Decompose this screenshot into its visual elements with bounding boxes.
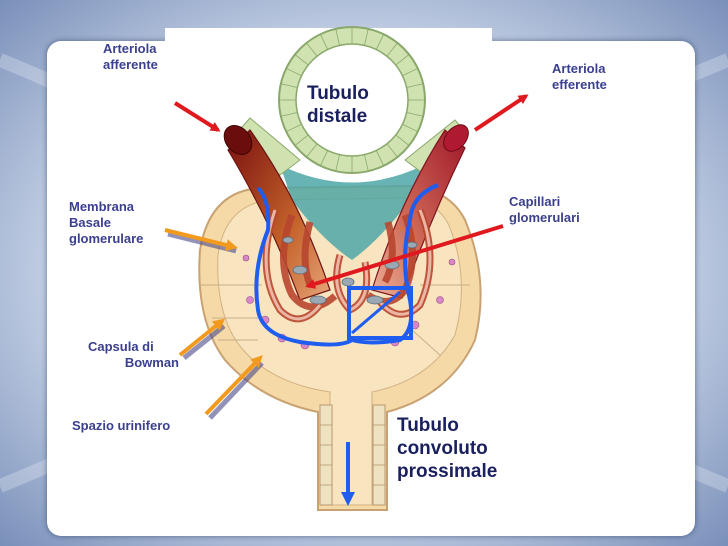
label-line: Membrana	[69, 199, 135, 214]
mesangial-region	[280, 165, 424, 260]
label-line: Capsula di	[88, 339, 154, 354]
label-line: convoluto	[397, 438, 488, 459]
label-line: glomerulare	[69, 231, 144, 246]
tubule-cell-border	[406, 83, 424, 88]
label-line: Basale	[69, 215, 111, 230]
orange-arrow-space	[204, 355, 264, 420]
label-capillari: Capillari glomerulari	[509, 194, 580, 226]
tubule-cell-border	[280, 112, 298, 117]
tubule-cell-border	[364, 28, 369, 46]
label-line: Tubulo	[307, 83, 369, 104]
orange-arrow-capsule	[178, 318, 226, 360]
red-arrow-capillaries	[305, 224, 504, 289]
tubule-cell-border	[395, 134, 410, 146]
label-line: distale	[307, 106, 368, 127]
tubule-cell-border	[280, 83, 298, 88]
tubule-cell-border	[286, 123, 302, 133]
label-spazio-urinifero: Spazio urinifero	[72, 418, 171, 433]
tubule-cell-border	[319, 34, 329, 50]
tubule-cell-border	[364, 154, 369, 172]
tubule-cell-border	[375, 34, 385, 50]
red-arrow-efferent	[473, 94, 529, 132]
tubule-cell-border	[406, 112, 424, 117]
label-line: Capillari	[509, 194, 561, 209]
distal-tubule	[278, 26, 426, 174]
label-line: Arteriola	[552, 61, 606, 76]
tubule-cell-border	[402, 123, 418, 133]
red-arrow-afferent	[173, 101, 221, 132]
tubule-cell-border	[335, 154, 340, 172]
label-line: prossimale	[397, 461, 498, 482]
tubule-cell-border	[306, 143, 318, 158]
label-line: glomerulari	[509, 210, 580, 225]
tubule-cell-border	[319, 150, 329, 166]
tubule-cell-border	[286, 67, 302, 77]
label-line: Tubulo	[397, 415, 459, 436]
tubule-cell-border	[375, 150, 385, 166]
label-line: efferente	[552, 77, 607, 92]
orange-arrow-membrane	[164, 228, 238, 254]
tubule-cell-border	[335, 28, 340, 46]
label-tubulo-convoluto: Tubulo convoluto prossimale	[397, 414, 497, 483]
label-arteriola-efferente: Arteriola efferente	[552, 61, 607, 93]
label-arteriola-afferente: Arteriola afferente	[103, 41, 158, 73]
tubule-cell-border	[395, 54, 410, 66]
label-line: Arteriola	[103, 41, 157, 56]
label-tubulo-distale: Tubulo distale	[307, 82, 369, 128]
highlight-box	[347, 286, 413, 340]
tubule-cell-border	[386, 42, 398, 57]
label-line: Bowman	[124, 355, 179, 370]
label-line: afferente	[103, 57, 158, 72]
label-membrana-basale: Membrana Basale glomerulare	[69, 199, 143, 247]
tubule-cell-border	[306, 42, 318, 57]
label-capsula-bowman: Capsula di Bowman	[88, 339, 179, 371]
tubule-cell-border	[294, 134, 309, 146]
tubule-cell-border	[294, 54, 309, 66]
tubule-cell-border	[402, 67, 418, 77]
tubule-cell-border	[386, 143, 398, 158]
